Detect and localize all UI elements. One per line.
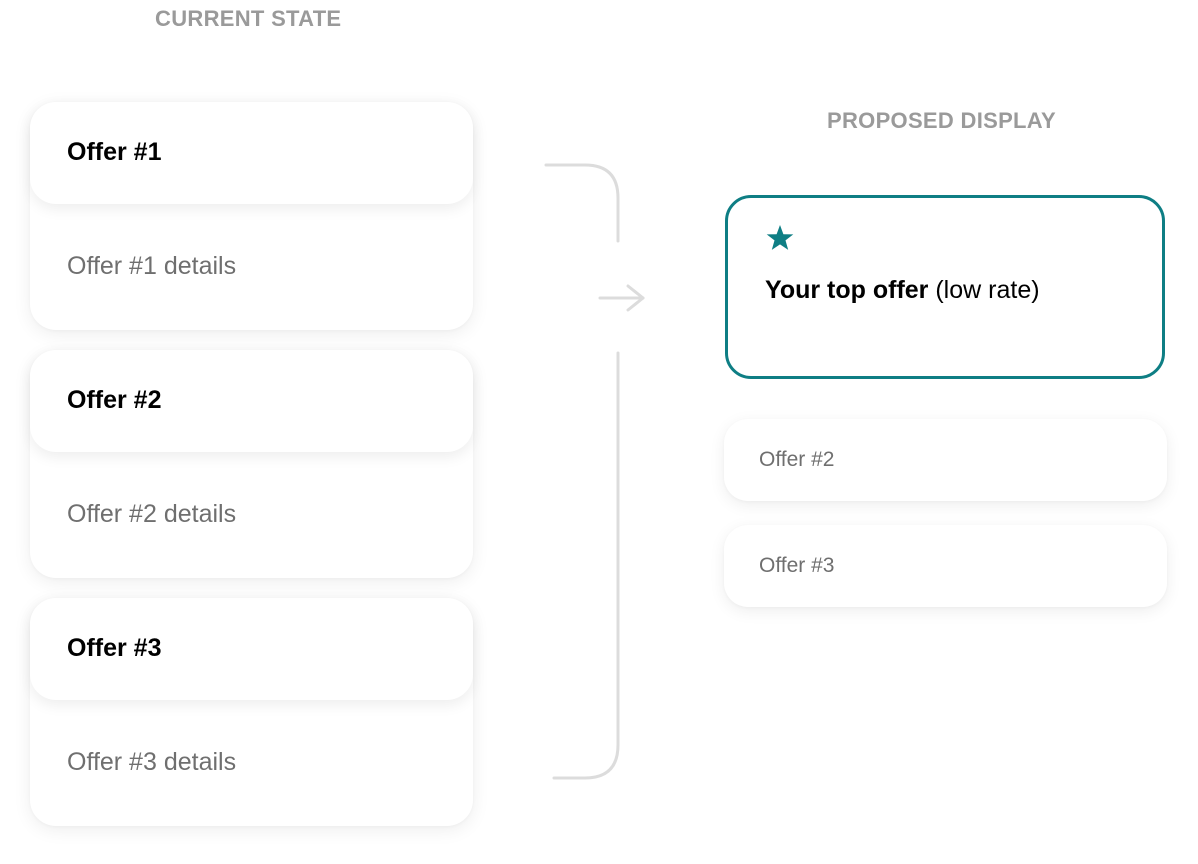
proposed-offer-card-3: Offer #3	[724, 525, 1167, 607]
offer-details-3: Offer #3 details	[67, 748, 237, 776]
proposed-offer-label-2: Offer #2	[759, 448, 835, 471]
offer-label-2: Offer #2	[67, 386, 162, 414]
proposed-display-title: PROPOSED DISPLAY	[827, 108, 1056, 133]
bracket-connector	[544, 163, 645, 780]
current-state-title: CURRENT STATE	[155, 6, 342, 31]
top-offer-card: Your top offer (low rate)	[725, 195, 1165, 379]
proposed-offer-card-2: Offer #2	[724, 419, 1167, 501]
offer-label-3: Offer #3	[67, 634, 162, 662]
offer-details-2: Offer #2 details	[67, 500, 237, 528]
bracket-upper	[544, 163, 620, 243]
offer-group-3: Offer #3 Offer #3 details	[30, 598, 473, 826]
top-offer-text: Your top offer (low rate)	[765, 276, 1040, 305]
offer-header-2: Offer #2	[30, 350, 473, 452]
offer-group-2: Offer #2 Offer #2 details	[30, 350, 473, 578]
top-offer-note: (low rate)	[935, 276, 1040, 304]
offer-label-1: Offer #1	[67, 138, 162, 166]
offer-header-1: Offer #1	[30, 102, 473, 204]
arrow-right-icon	[598, 284, 645, 312]
proposed-offer-label-3: Offer #3	[759, 554, 835, 577]
star-icon	[766, 225, 794, 250]
offer-header-3: Offer #3	[30, 598, 473, 700]
bracket-lower	[552, 351, 620, 780]
top-offer-title: Your top offer	[765, 276, 929, 304]
offer-details-1: Offer #1 details	[67, 252, 237, 280]
offer-group-1: Offer #1 Offer #1 details	[30, 102, 473, 330]
